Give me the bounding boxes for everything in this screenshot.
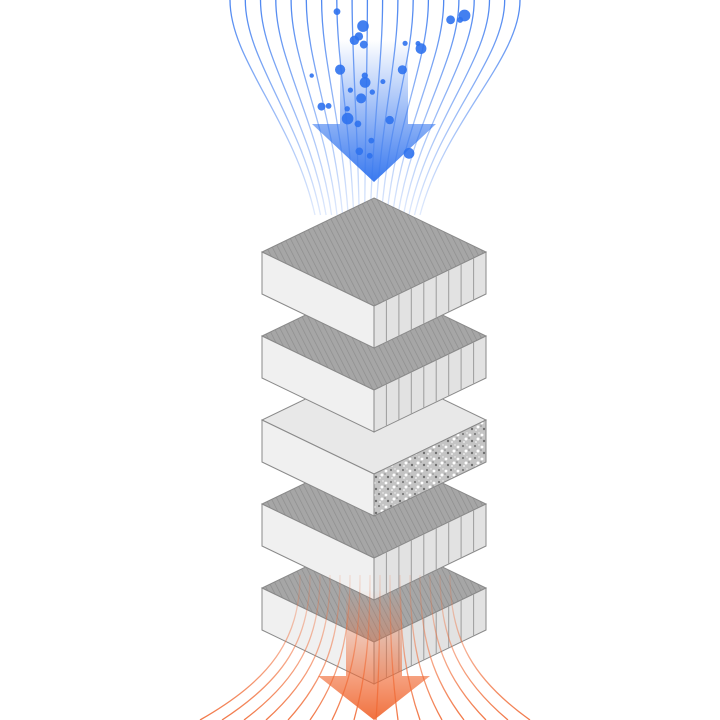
outflow-line: [439, 574, 509, 720]
particle: [335, 64, 346, 75]
particle: [359, 77, 371, 88]
particle: [317, 102, 326, 111]
inflow-line: [320, 0, 349, 216]
particle: [309, 73, 314, 78]
particle: [369, 89, 375, 95]
inflow-line: [397, 0, 460, 216]
inflow-line: [275, 0, 333, 216]
inflow-line: [413, 0, 506, 216]
particle: [354, 120, 362, 128]
particle: [446, 15, 455, 25]
inflow-line: [391, 0, 445, 216]
outflow-line: [409, 574, 443, 720]
particle: [357, 20, 369, 32]
inflow-arrow: [312, 40, 436, 182]
particle: [403, 147, 415, 159]
particle: [361, 72, 368, 79]
particle: [349, 35, 360, 45]
inflow-line: [386, 0, 430, 216]
outflow-arrow-shape: [318, 590, 430, 720]
outflow-line: [449, 574, 531, 720]
particle: [385, 115, 394, 125]
particle: [347, 87, 353, 93]
particle: [368, 137, 375, 144]
particle: [415, 43, 427, 54]
particle: [325, 103, 332, 109]
outflow-arrow: [318, 590, 430, 720]
inflow-arrow-shape: [312, 40, 436, 182]
foam-face: [373, 419, 487, 517]
inflow-line: [408, 0, 491, 216]
inflow-line: [290, 0, 338, 216]
inflow-line: [305, 0, 344, 216]
outflow-line: [419, 574, 465, 720]
particles: [309, 8, 471, 159]
outflow-line: [265, 574, 331, 720]
particle: [341, 112, 354, 125]
particle: [457, 16, 464, 23]
particle: [397, 65, 407, 75]
particle: [402, 40, 408, 46]
particle: [333, 8, 341, 16]
filter-stack: [260, 197, 488, 685]
particle: [359, 40, 368, 49]
inflow-line: [402, 0, 475, 216]
outflow-line: [199, 574, 301, 720]
outflow-line: [221, 574, 311, 720]
particle: [356, 93, 367, 104]
inflow-line: [259, 0, 327, 216]
particle: [380, 79, 386, 85]
inflow-line: [244, 0, 322, 216]
particle: [366, 152, 373, 159]
outflow-line: [287, 574, 341, 720]
inflow-line: [419, 0, 521, 216]
inflow-line: [229, 0, 316, 216]
particle: [344, 106, 350, 112]
outflow-line: [243, 574, 321, 720]
outflow-line: [429, 574, 487, 720]
particle: [355, 147, 364, 156]
filter-layer: [260, 197, 488, 349]
